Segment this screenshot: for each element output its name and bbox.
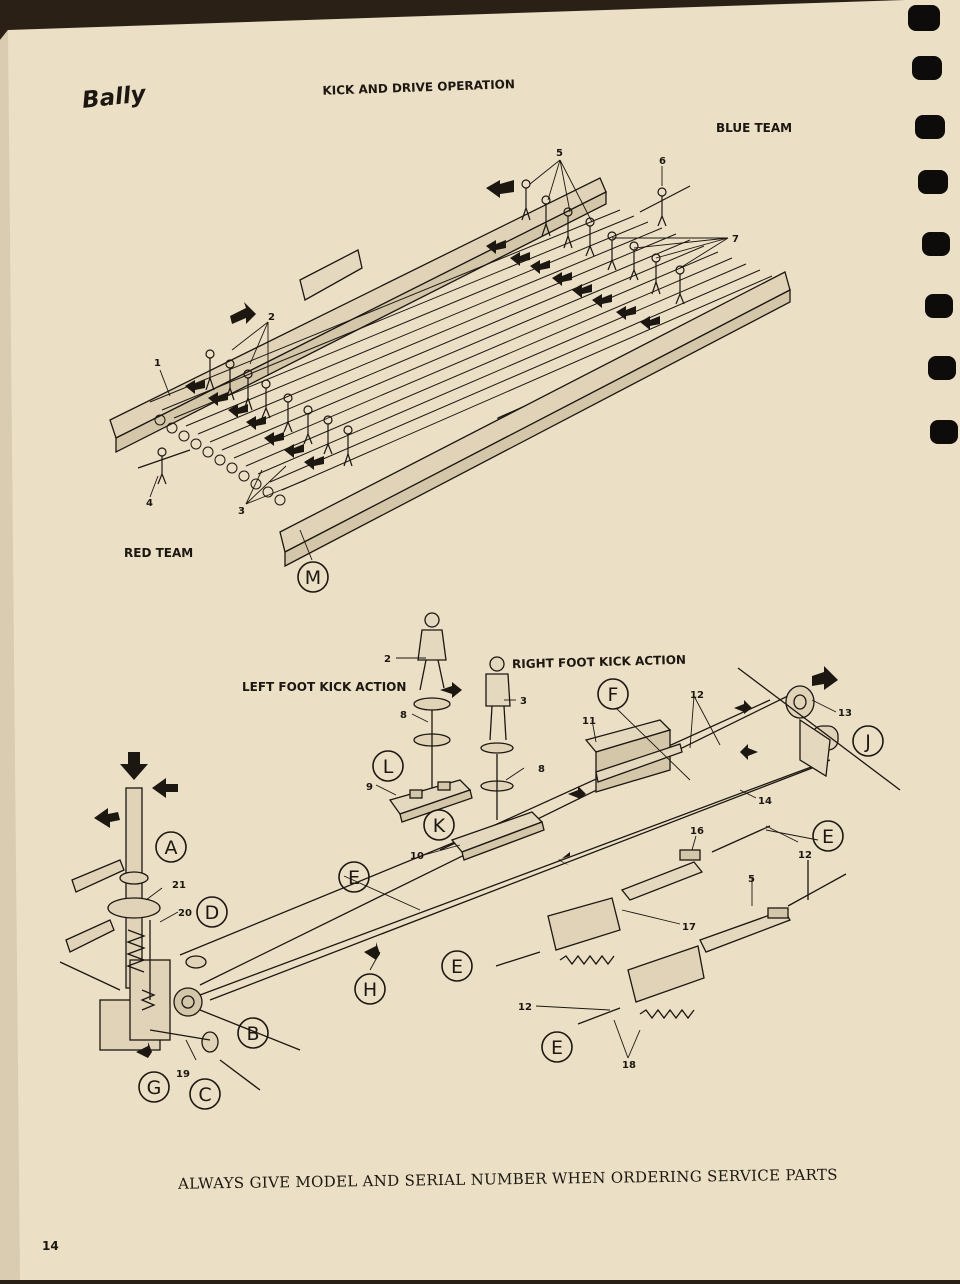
playfield-diagram: [109, 159, 791, 568]
callout-M: M: [297, 561, 329, 593]
callout-12-right: 12: [798, 850, 812, 861]
callout-10: 10: [410, 851, 424, 862]
callout-21: 21: [172, 880, 186, 891]
svg-text:K: K: [433, 815, 446, 837]
svg-text:G: G: [147, 1077, 162, 1099]
page-number: 14: [42, 1239, 59, 1253]
callout-8-right: 8: [538, 764, 545, 775]
callout-L: L: [372, 750, 404, 782]
svg-text:D: D: [205, 902, 220, 924]
red-team-label: RED TEAM: [124, 546, 193, 560]
callout-5: 5: [556, 148, 563, 159]
callout-E-right: E: [812, 820, 844, 852]
page-title: KICK AND DRIVE OPERATION: [322, 77, 515, 98]
direction-arrows-bottom: [94, 666, 838, 1058]
callout-J: J: [852, 725, 884, 757]
callout-F: F: [597, 678, 629, 710]
callout-3-b: 3: [520, 696, 527, 707]
svg-text:L: L: [383, 756, 394, 778]
callout-14: 14: [758, 796, 772, 807]
callout-C: C: [189, 1078, 221, 1110]
callout-B: B: [237, 1017, 269, 1049]
callout-18: 18: [622, 1060, 636, 1071]
callout-E-center: E: [338, 861, 370, 893]
right-foot-kick-label: RIGHT FOOT KICK ACTION: [512, 653, 686, 672]
svg-text:E: E: [348, 867, 360, 889]
kick-mechanism-diagram: [59, 612, 901, 1091]
callout-16: 16: [690, 826, 704, 837]
callout-3: 3: [238, 506, 245, 517]
svg-text:C: C: [198, 1084, 211, 1106]
callout-4: 4: [146, 498, 153, 509]
callout-17: 17: [682, 922, 696, 933]
callout-11: 11: [582, 716, 596, 727]
callout-1: 1: [154, 358, 161, 369]
callout-8-left: 8: [400, 710, 407, 721]
left-foot-kick-label: LEFT FOOT KICK ACTION: [242, 680, 406, 694]
binder-rings: [908, 5, 958, 444]
callout-20: 20: [178, 908, 192, 919]
callout-A: A: [155, 831, 187, 863]
callout-12-bottom: 12: [518, 1002, 532, 1013]
callout-E-left: E: [441, 950, 473, 982]
blue-team-label: BLUE TEAM: [716, 121, 792, 135]
callout-K: K: [423, 809, 455, 841]
callout-D: D: [196, 896, 228, 928]
svg-text:A: A: [165, 837, 178, 859]
direction-arrows-top: [185, 180, 660, 470]
callout-13: 13: [838, 708, 852, 719]
svg-text:E: E: [822, 826, 834, 848]
callout-5-b: 5: [748, 874, 755, 885]
callout-19: 19: [176, 1069, 190, 1080]
svg-text:F: F: [608, 684, 619, 706]
svg-text:E: E: [551, 1037, 563, 1059]
svg-text:M: M: [305, 567, 321, 589]
callout-E-bottom: E: [541, 1031, 573, 1063]
callout-2: 2: [268, 312, 275, 323]
svg-text:B: B: [246, 1023, 259, 1045]
svg-text:E: E: [451, 956, 463, 978]
callout-6: 6: [659, 156, 666, 167]
callout-2-b: 2: [384, 654, 391, 665]
callout-H: H: [354, 973, 386, 1005]
callout-12-top: 12: [690, 690, 704, 701]
callout-7: 7: [732, 234, 739, 245]
callout-G: G: [138, 1071, 170, 1103]
callout-9: 9: [366, 782, 373, 793]
svg-text:J: J: [864, 731, 871, 753]
svg-text:H: H: [363, 979, 377, 1001]
